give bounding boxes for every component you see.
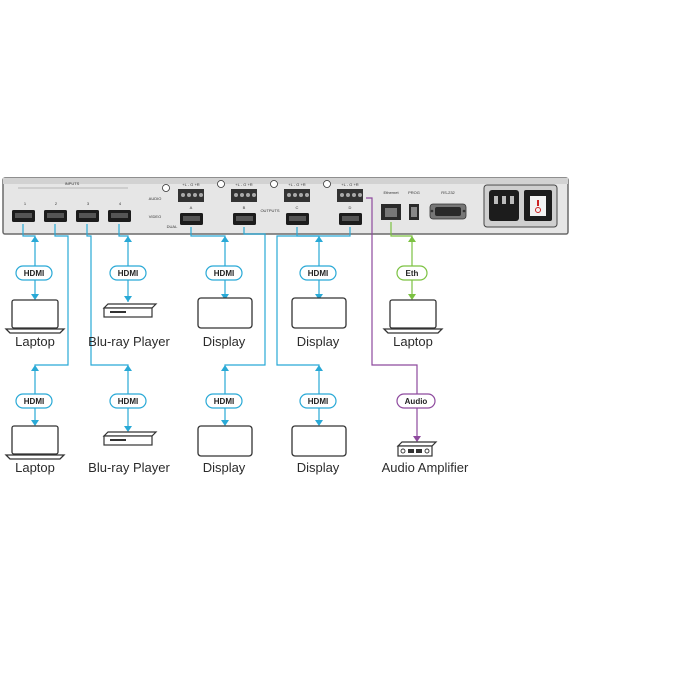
hdmi-badge-text: HDMI	[24, 269, 44, 278]
eth-arrows	[408, 236, 416, 300]
audio-terminal-a: +L - G +R	[178, 182, 204, 202]
ethernet-port	[381, 204, 401, 220]
audio-badge: Audio	[396, 393, 436, 409]
audio-amplifier-icon	[396, 441, 438, 457]
cable-outputD-display	[276, 227, 351, 422]
hdmi-cables	[22, 224, 351, 430]
knob-3	[270, 180, 278, 188]
bluray-player-label: Blu-ray Player	[88, 334, 170, 349]
eth-badge: Eth	[396, 265, 428, 281]
cable-outputC-display	[296, 227, 320, 296]
prog-label: PROG	[408, 190, 420, 195]
eth-badge-text: Eth	[406, 269, 419, 278]
audio-arrow	[413, 436, 421, 442]
cable-outputB-display	[224, 227, 266, 422]
hdmi-input-port-1	[12, 210, 35, 222]
display-label: Display	[203, 334, 246, 349]
hdmi-output-port-c	[286, 213, 309, 225]
terminal-label-c: +L - G +R	[288, 182, 306, 187]
output-letter-c: C	[296, 205, 299, 210]
output-letter-b: B	[243, 205, 246, 210]
audio-badge-text: Audio	[405, 397, 428, 406]
bluray-player-icon	[102, 431, 158, 446]
display-label: Display	[203, 460, 246, 475]
hdmi-badge-3: HDMI	[205, 265, 243, 281]
bluray-player-icon	[102, 303, 158, 318]
hdmi-badge-text: HDMI	[214, 269, 234, 278]
outputs-label: OUTPUTS	[260, 208, 279, 213]
hdmi-badge-7: HDMI	[205, 393, 243, 409]
output-letter-a: A	[190, 205, 193, 210]
hdmi-badge-text: HDMI	[308, 397, 328, 406]
bluray-player-label: Blu-ray Player	[88, 460, 170, 475]
dual-label: DUAL	[167, 224, 178, 229]
audio-amplifier-label: Audio Amplifier	[382, 460, 469, 475]
terminal-label-b: +L - G +R	[235, 182, 253, 187]
audio-label: AUDIO	[149, 196, 162, 201]
terminal-label-d: +L - G +R	[341, 182, 359, 187]
display-icon	[197, 297, 253, 329]
laptop-icon	[4, 299, 66, 334]
terminal-label-a: +L - G +R	[182, 182, 200, 187]
hdmi-badge-1: HDMI	[15, 265, 53, 281]
audio-terminal-b: +L - G +R	[231, 182, 257, 202]
hdmi-badge-4: HDMI	[299, 265, 337, 281]
rs232-label: RS-232	[441, 190, 455, 195]
display-label: Display	[297, 334, 340, 349]
laptop-icon	[4, 425, 66, 460]
input-number-2: 2	[55, 201, 58, 206]
knob-2	[217, 180, 225, 188]
knob-1	[162, 184, 170, 192]
hdmi-output-port-b	[233, 213, 256, 225]
inputs-label: INPUTS	[65, 181, 80, 186]
audio-terminal-c: +L - G +R	[284, 182, 310, 202]
knob-4	[323, 180, 331, 188]
hdmi-badge-text: HDMI	[118, 397, 138, 406]
cable-input2-laptop	[34, 224, 69, 424]
input-number-1: 1	[24, 201, 27, 206]
audio-terminal-d: +L - G +R	[337, 182, 363, 202]
cable-input4-bluray	[118, 224, 129, 302]
rs232-port	[429, 203, 467, 220]
video-label: VIDEO	[149, 214, 161, 219]
hdmi-output-port-d	[339, 213, 362, 225]
cable-input3-bluray	[86, 224, 129, 430]
rear-panel: INPUTS 1 2 3 4 AUDIO VIDEO DUAL +L - G +…	[2, 177, 569, 235]
input-number-4: 4	[119, 201, 122, 206]
display-icon	[291, 297, 347, 329]
cable-outputA-display	[190, 227, 226, 296]
laptop-label: Laptop	[15, 334, 55, 349]
hdmi-badge-2: HDMI	[109, 265, 147, 281]
input-number-3: 3	[87, 201, 90, 206]
hdmi-input-port-2	[44, 210, 67, 222]
ethernet-label: Ethernet	[383, 190, 399, 195]
hdmi-badge-text: HDMI	[308, 269, 328, 278]
usb-prog-port	[409, 204, 419, 220]
laptop-label: Laptop	[393, 334, 433, 349]
power-inlet	[483, 184, 558, 228]
hdmi-arrows	[31, 236, 323, 432]
audio-cable	[366, 197, 418, 440]
hdmi-input-port-4	[108, 210, 131, 222]
power-switch	[530, 196, 546, 216]
hdmi-output-port-a	[180, 213, 203, 225]
display-label: Display	[297, 460, 340, 475]
hdmi-badge-text: HDMI	[24, 397, 44, 406]
hdmi-badge-5: HDMI	[15, 393, 53, 409]
hdmi-input-port-3	[76, 210, 99, 222]
output-letter-d: D	[349, 205, 352, 210]
laptop-icon	[382, 299, 444, 334]
hdmi-badge-text: HDMI	[214, 397, 234, 406]
cable-input1-laptop	[22, 224, 36, 298]
display-icon	[291, 425, 347, 457]
hdmi-badge-text: HDMI	[118, 269, 138, 278]
display-icon	[197, 425, 253, 457]
hdmi-badge-8: HDMI	[299, 393, 337, 409]
laptop-label: Laptop	[15, 460, 55, 475]
hdmi-badge-6: HDMI	[109, 393, 147, 409]
